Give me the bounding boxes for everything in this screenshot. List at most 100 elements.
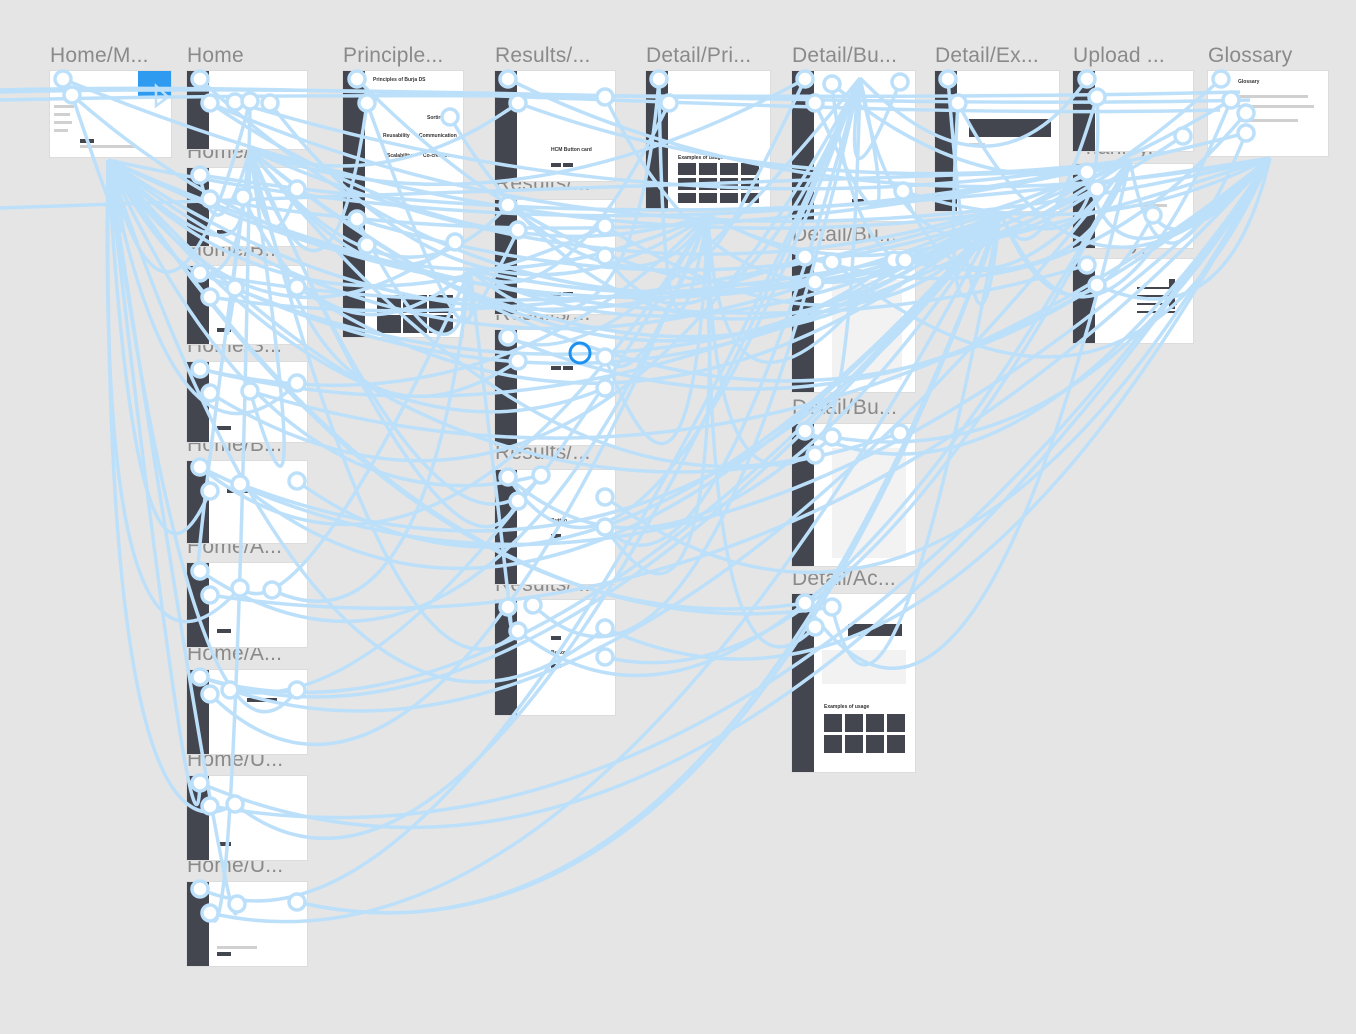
thumb-toolbar [969, 119, 1051, 137]
thumb-button [217, 629, 231, 633]
thumb-line [1133, 204, 1167, 207]
frame-detail-bu1[interactable] [792, 71, 915, 221]
principles-title: Principles of Burja DS [373, 77, 426, 83]
frame-home[interactable] [187, 71, 307, 149]
home-m-line [54, 121, 72, 124]
detail-tile [678, 163, 696, 175]
thumb-button [217, 328, 231, 332]
frame-label-results-1[interactable]: Results/... [495, 44, 591, 67]
frame-home-u1[interactable] [187, 776, 307, 860]
sidebar [1073, 259, 1095, 343]
detail-tile [845, 714, 863, 732]
frame-detail-bu2[interactable] [792, 250, 915, 392]
frame-home-m[interactable] [50, 71, 171, 157]
frame-label-detail-bu3[interactable]: Detail/Bu... [792, 396, 898, 419]
frame-detail-bu3[interactable] [792, 424, 915, 566]
connection-line [603, 214, 710, 446]
frame-results-3[interactable] [495, 330, 615, 445]
frame-detail-pri[interactable]: Examples of usage [646, 71, 770, 211]
thumb-button [563, 292, 573, 296]
principles-card: Sorting [427, 115, 445, 121]
frame-label-detail-ex[interactable]: Detail/Ex... [935, 44, 1039, 67]
detail-tile [741, 193, 759, 203]
connection-line [603, 214, 710, 369]
thumb-button [247, 698, 277, 702]
detail-tile [887, 714, 905, 732]
frame-results-5[interactable]: Button [495, 600, 615, 715]
frame-prototype[interactable] [1073, 259, 1193, 343]
thumb-button [551, 292, 561, 296]
frame-thanks[interactable] [1073, 164, 1193, 248]
detail-tile [678, 178, 696, 190]
home-m-line [54, 105, 74, 108]
frame-detail-ac[interactable]: Examples of usage [792, 594, 915, 772]
sidebar [935, 71, 957, 211]
frame-home-a1[interactable] [187, 563, 307, 647]
frame-label-detail-ac[interactable]: Detail/Ac... [792, 567, 896, 590]
thumb-button [551, 163, 561, 167]
frame-glossary[interactable]: Glossary [1208, 71, 1328, 156]
detail-tile [845, 735, 863, 753]
sidebar [495, 330, 517, 445]
frame-label-home-m[interactable]: Home/M... [50, 44, 149, 67]
frame-home-b1[interactable] [187, 266, 307, 344]
frame-results-4[interactable]: Button [495, 470, 615, 584]
principles-card: Co-creation [423, 153, 451, 159]
principles-card: Communication [419, 133, 457, 139]
frame-home-a2[interactable] [187, 670, 307, 754]
frame-label-upload[interactable]: Upload ... [1073, 44, 1165, 67]
frame-home-u2[interactable] [187, 882, 307, 966]
thumb-button [217, 842, 231, 846]
detail-tile [720, 163, 738, 175]
detail-tile [699, 178, 717, 190]
sidebar [792, 424, 814, 566]
frame-home-pr[interactable] [187, 168, 307, 246]
frame-label-detail-pri[interactable]: Detail/Pri... [646, 44, 752, 67]
home-m-hero [138, 71, 171, 97]
detail-tile [699, 193, 717, 203]
thumb-line [1238, 119, 1298, 122]
detail-tile [699, 163, 717, 175]
frame-results-1[interactable]: HCM Button card [495, 71, 615, 181]
sidebar [187, 266, 209, 344]
thumb-button [563, 366, 573, 370]
detail-panel [832, 280, 902, 380]
frame-label-detail-bu2[interactable]: Detail/Bu... [792, 223, 898, 246]
sidebar [187, 168, 209, 246]
thumb-button [217, 426, 231, 430]
sidebar [187, 71, 209, 149]
principles-tile [377, 295, 401, 313]
sidebar [187, 670, 209, 754]
home-m-line [54, 129, 68, 132]
frame-detail-ex[interactable] [935, 71, 1059, 211]
sidebar [646, 71, 668, 211]
frame-label-home[interactable]: Home [187, 44, 244, 67]
sidebar [187, 362, 209, 442]
frame-label-glossary[interactable]: Glossary [1208, 44, 1293, 67]
principles-card: Reusability [383, 133, 410, 139]
detail-tile [824, 735, 842, 753]
thumb-button [551, 664, 561, 668]
sidebar [792, 250, 814, 392]
detail-tile [741, 178, 759, 190]
frame-principles[interactable]: Principles of Burja DS Sorting Reusabili… [343, 71, 463, 337]
sidebar [495, 600, 517, 715]
frame-upload[interactable] [1073, 71, 1193, 151]
sidebar [792, 594, 814, 772]
thumb-button [217, 230, 231, 234]
principles-card: Scalability [387, 153, 412, 159]
detail-examples-title: Examples of usage [824, 704, 870, 710]
detail-panel [822, 650, 906, 684]
home-m-line [54, 113, 70, 116]
principles-tile [403, 315, 427, 333]
frame-home-b2[interactable] [187, 461, 307, 543]
frame-results-2[interactable] [495, 200, 615, 314]
frame-label-principles[interactable]: Principle... [343, 44, 444, 67]
home-m-line [80, 145, 135, 148]
frame-home-s[interactable] [187, 362, 307, 442]
principles-tile [429, 315, 453, 333]
results-card-title: HCM Button card [551, 147, 592, 153]
principles-tile [377, 315, 401, 333]
frame-label-detail-bu1[interactable]: Detail/Bu... [792, 44, 898, 67]
